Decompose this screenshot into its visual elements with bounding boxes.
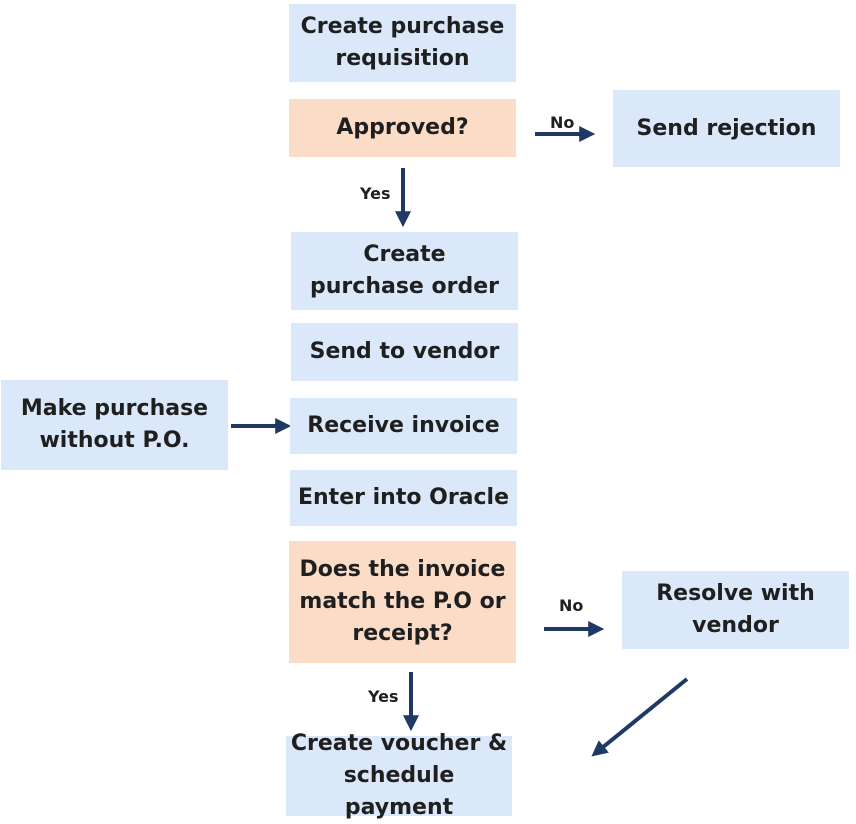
node-create-voucher: Create voucher & schedule payment bbox=[286, 731, 512, 820]
node-approved-decision: Approved? bbox=[289, 99, 516, 157]
node-create-requisition: Create purchase requisition bbox=[289, 4, 516, 82]
node-make-purchase-without-po: Make purchase without P.O. bbox=[1, 380, 228, 470]
node-send-to-vendor: Send to vendor bbox=[291, 323, 518, 381]
label-approved-yes: Yes bbox=[360, 184, 391, 203]
arrow-resolve-to-voucher bbox=[591, 677, 689, 757]
label-approved-no: No bbox=[550, 113, 575, 132]
label-match-yes: Yes bbox=[368, 687, 399, 706]
label-match-no: No bbox=[559, 596, 584, 615]
node-enter-into-oracle: Enter into Oracle bbox=[290, 470, 517, 526]
node-receive-invoice: Receive invoice bbox=[290, 398, 517, 454]
node-send-rejection: Send rejection bbox=[613, 90, 840, 167]
node-resolve-with-vendor: Resolve with vendor bbox=[622, 571, 849, 649]
node-create-purchase-order: Create purchase order bbox=[291, 232, 518, 310]
node-invoice-match-decision: Does the invoice match the P.O or receip… bbox=[289, 541, 516, 663]
